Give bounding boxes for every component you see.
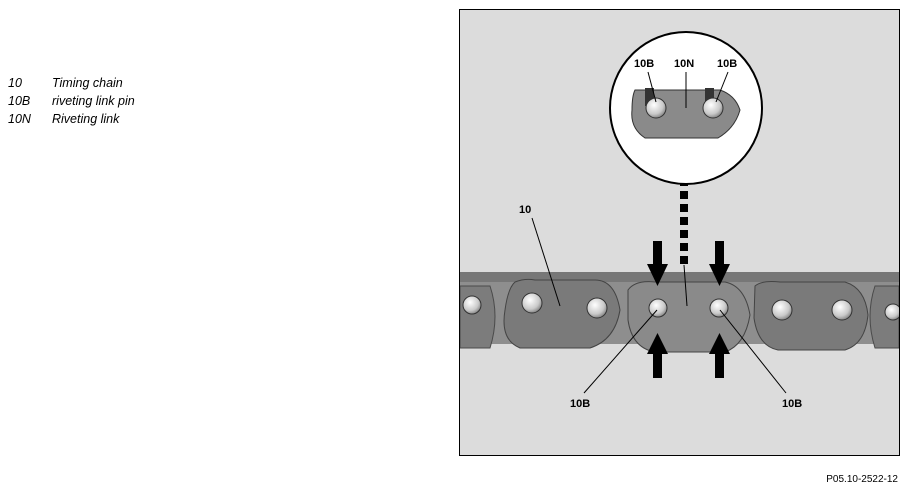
detail-pin-right [702, 97, 724, 119]
figure-id: P05.10-2522-12 [826, 474, 898, 485]
legend-description: riveting link pin [52, 94, 135, 108]
callout-10n: 10N [674, 58, 694, 70]
legend-code: 10B [8, 94, 31, 108]
leader-line [583, 309, 658, 394]
leader-line [647, 71, 657, 103]
chain-link-plate [460, 285, 496, 349]
riveting-pin-left [648, 298, 668, 318]
detail-pin-slot [645, 88, 654, 106]
detail-connector-line [683, 264, 688, 307]
leader-line [719, 309, 787, 394]
arrow-down-icon [709, 241, 730, 286]
chain-pin [831, 299, 853, 321]
riveting-pin-right [709, 298, 729, 318]
arrow-up-icon [709, 333, 730, 378]
chain-link-plate [869, 285, 899, 349]
legend-item: 10N Riveting link [8, 110, 135, 128]
detail-pin-left [645, 97, 667, 119]
legend-code: 10 [8, 76, 22, 90]
chain-pin [586, 297, 608, 319]
chain-pin [771, 299, 793, 321]
chain-pin [884, 303, 899, 321]
callout-10b: 10B [570, 398, 590, 410]
leader-line [715, 71, 729, 103]
chain-pin [521, 292, 543, 314]
legend-description: Timing chain [52, 76, 123, 90]
legend: 10 Timing chain 10B riveting link pin 10… [8, 74, 135, 128]
chain-illustration: 10B 10N 10B 10 10B 10B [459, 9, 900, 456]
arrow-up-icon [647, 333, 668, 378]
chain-pin [462, 295, 482, 315]
chain-top-edge [460, 272, 899, 282]
callout-10b: 10B [634, 58, 654, 70]
legend-code: 10N [8, 112, 31, 126]
legend-item: 10B riveting link pin [8, 92, 135, 110]
riveting-link-plate [627, 281, 751, 353]
chain-link-plate [753, 281, 869, 351]
arrow-down-icon [647, 241, 668, 286]
callout-10: 10 [519, 204, 531, 216]
chain-drawing: 10B 10N 10B 10 10B 10B [460, 31, 899, 410]
leader-line [531, 217, 561, 307]
callout-10b: 10B [717, 58, 737, 70]
callout-10b: 10B [782, 398, 802, 410]
detail-pin-slot [705, 88, 714, 106]
legend-description: Riveting link [52, 112, 120, 126]
legend-item: 10 Timing chain [8, 74, 135, 92]
